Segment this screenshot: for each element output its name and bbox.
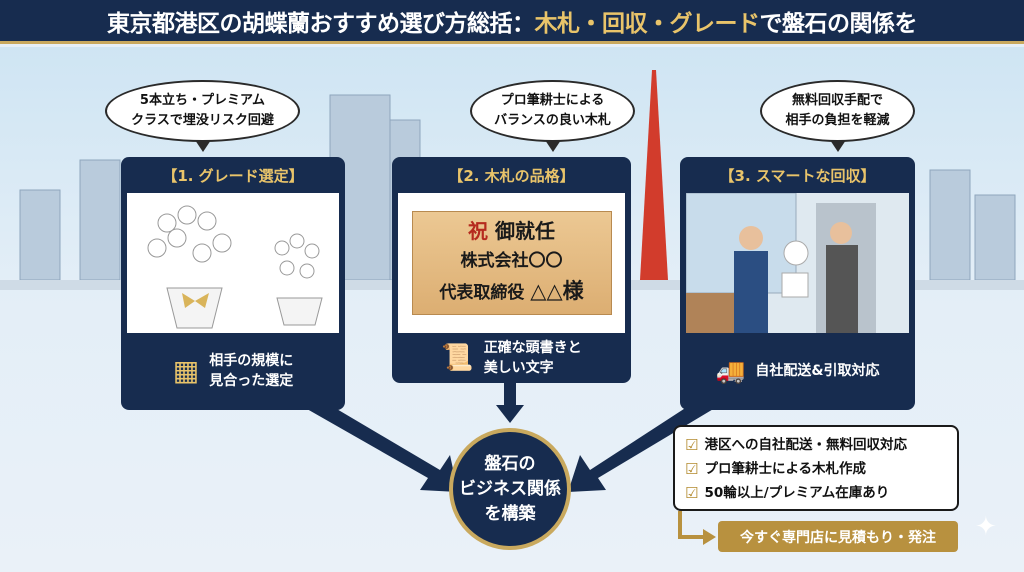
title-suffix: で盤石の関係を [759,10,918,37]
checklist-item: ☑港区への自社配送・無料回収対応 [685,433,947,457]
wooden-plaque: 祝 御就任 株式会社〇〇 代表取締役 △△様 [411,211,612,315]
speech-bubble-collection: 無料回収手配で相手の負担を軽減 [760,80,915,152]
panel-collection: 【3. スマートな回収】 🚚自社配送&引取対応 [680,157,915,410]
panel-heading: 【1. グレード選定】 [162,166,304,185]
sparkle-icon: ✦ [975,512,997,542]
checkbox-icon: ☑ [685,460,699,478]
title-prefix: 東京都港区の胡蝶蘭おすすめ選び方総括： [107,10,535,37]
checkbox-icon: ☑ [685,436,699,454]
orchid-illustration [127,193,339,333]
tokyo-tower-icon [640,70,668,280]
panel-heading: 【2. 木札の品格】 [448,166,575,185]
order-cta-button[interactable]: 今すぐ専門店に見積もり・発注 [718,521,958,552]
checklist-item: ☑50輪以上/プレミアム在庫あり [685,481,947,505]
delivery-illustration [686,193,909,333]
panel-grade: 【1. グレード選定】 ▦相手の規模に見合った選定 [121,157,345,410]
checklist-box: ☑港区への自社配送・無料回収対応 ☑プロ筆耕士による木札作成 ☑50輪以上/プレ… [673,425,959,511]
panel-heading: 【3. スマートな回収】 [719,166,876,185]
speech-bubble-grade: 5本立ち・プレミアムクラスで埋没リスク回避 [105,80,300,152]
title-highlight: 木札・回収・グレード [534,10,761,37]
center-goal-circle: 盤石のビジネス関係を構築 [449,428,571,550]
building-icon: ▦ [172,354,200,387]
truck-icon: 🚚 [715,357,746,385]
panel-plaque: 【2. 木札の品格】 祝 御就任 株式会社〇〇 代表取締役 △△様 📜正確な頭書… [392,157,631,383]
scroll-icon: 📜 [441,343,474,373]
checkbox-icon: ☑ [685,484,699,502]
checklist-item: ☑プロ筆耕士による木札作成 [685,457,947,481]
speech-bubble-plaque: プロ筆耕士によるバランスの良い木札 [470,80,635,152]
page-title: 東京都港区の胡蝶蘭おすすめ選び方総括：木札・回収・グレードで盤石の関係を [0,0,1024,44]
